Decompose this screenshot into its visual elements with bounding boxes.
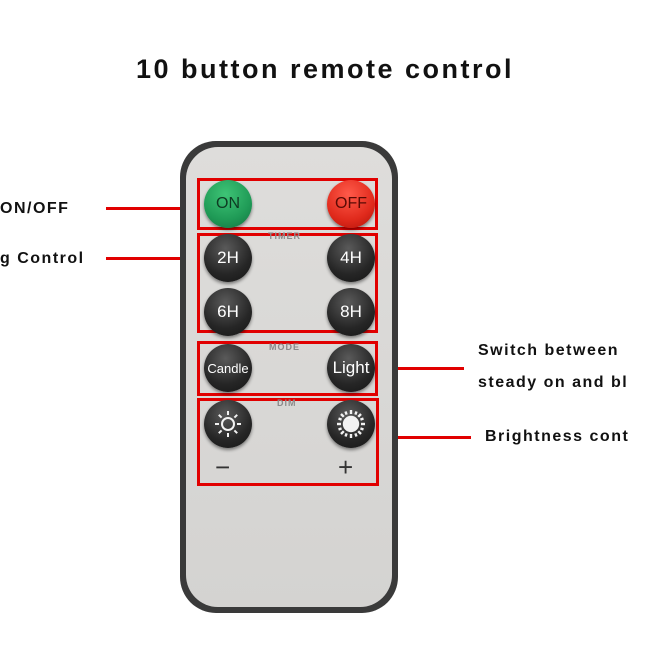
label-brightness-control: Brightness cont bbox=[485, 428, 630, 445]
sun-filled-icon bbox=[337, 410, 365, 438]
timer-4h-button[interactable]: 4H bbox=[327, 234, 375, 282]
label-switch-mode-line2: steady on and bl bbox=[478, 374, 629, 391]
pointer-line-timing bbox=[106, 257, 198, 260]
candle-mode-button[interactable]: Candle bbox=[204, 344, 252, 392]
highlight-box-power bbox=[197, 178, 378, 230]
off-button[interactable]: OFF bbox=[327, 180, 375, 228]
timer-section-label: TIMER bbox=[268, 231, 301, 241]
label-on-off: ON/OFF bbox=[0, 200, 70, 217]
on-button[interactable]: ON bbox=[204, 180, 252, 228]
timer-8h-button[interactable]: 8H bbox=[327, 288, 375, 336]
mode-section-label: MODE bbox=[269, 342, 300, 352]
dim-section-label: DIM bbox=[277, 398, 297, 408]
timer-2h-button[interactable]: 2H bbox=[204, 234, 252, 282]
dim-plus-button[interactable] bbox=[327, 400, 375, 448]
minus-symbol: − bbox=[215, 452, 231, 482]
highlight-box-timer bbox=[197, 233, 378, 333]
dim-minus-button[interactable] bbox=[204, 400, 252, 448]
highlight-box-mode bbox=[197, 341, 378, 396]
timer-6h-button[interactable]: 6H bbox=[204, 288, 252, 336]
label-switch-mode-line1: Switch between bbox=[478, 342, 620, 359]
pointer-line-on-off bbox=[106, 207, 198, 210]
plus-symbol: + bbox=[338, 452, 354, 482]
pointer-line-mode bbox=[378, 367, 464, 370]
highlight-box-dim bbox=[197, 398, 379, 486]
page-title: 10 button remote control bbox=[135, 54, 514, 84]
light-mode-button[interactable]: Light bbox=[327, 344, 375, 392]
label-timing-control: g Control bbox=[0, 250, 85, 267]
pointer-line-brightness bbox=[378, 436, 471, 439]
sun-outline-icon bbox=[215, 411, 241, 437]
